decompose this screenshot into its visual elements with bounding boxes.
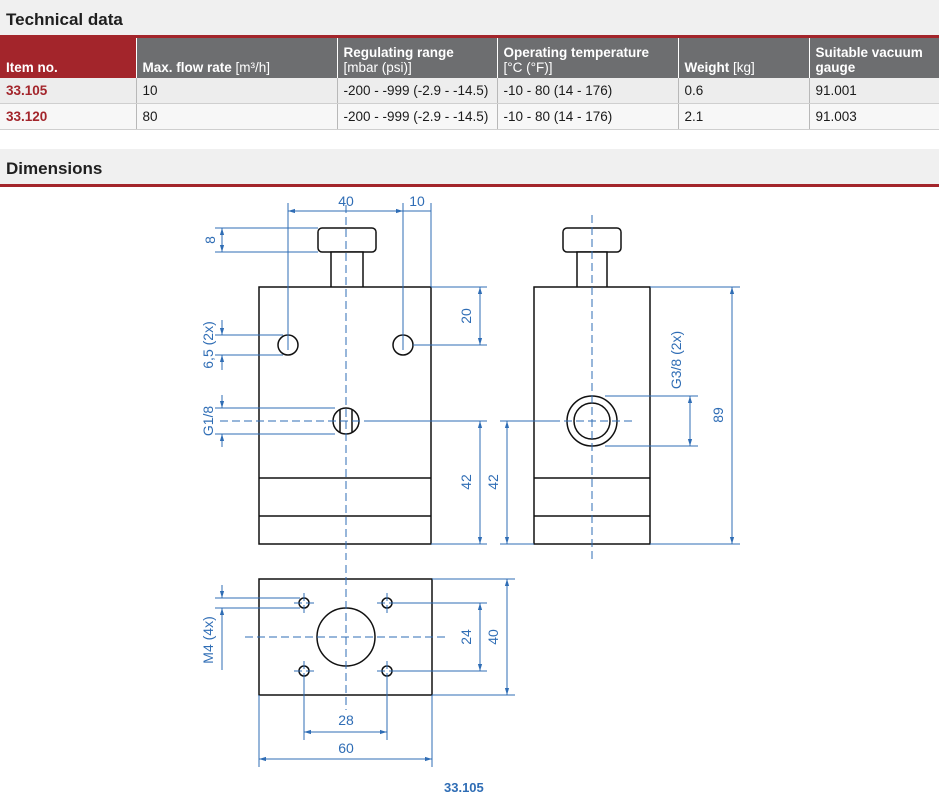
- table-cell: -10 - 80 (14 - 176): [497, 78, 679, 104]
- table-cell: 10: [136, 78, 338, 104]
- item-link[interactable]: 33.105: [0, 78, 137, 104]
- col-operating-temp: Operating temperature[°C (°F)]: [497, 38, 679, 78]
- col-vacuum-gauge: Suitable vacuum gauge: [809, 38, 939, 78]
- col-max-flow: Max. flow rate [m³/h]: [136, 38, 338, 78]
- dim-10-top: 10: [409, 193, 425, 209]
- dim-28: 28: [338, 712, 354, 728]
- table-cell: -200 - -999 (-2.9 - -14.5): [337, 103, 498, 130]
- item-link[interactable]: 33.120: [0, 103, 137, 130]
- bottom-view: [245, 565, 447, 710]
- col-regulating-range: Regulating range[mbar (psi)]: [337, 38, 498, 78]
- bottom-dimensions: M4 (4x) 24 40 28 60: [200, 578, 515, 767]
- table-cell: 0.6: [678, 78, 810, 104]
- dim-m4: M4 (4x): [200, 616, 216, 663]
- front-view: [220, 205, 432, 560]
- front-stem: [330, 251, 364, 289]
- dim-g3-8: G3/8 (2x): [668, 331, 684, 389]
- dim-40-right: 40: [485, 629, 501, 645]
- dim-89: 89: [710, 407, 726, 423]
- dimensions-title: Dimensions: [6, 159, 103, 178]
- table-cell: 91.003: [809, 103, 939, 130]
- table-cell: 2.1: [678, 103, 810, 130]
- dim-24: 24: [458, 629, 474, 645]
- col-weight: Weight [kg]: [678, 38, 810, 78]
- front-dimensions: 40 10 8 20 6,5 (2x) G1/8 42: [200, 193, 487, 545]
- dim-60: 60: [338, 740, 354, 756]
- table-cell: 91.001: [809, 78, 939, 104]
- dim-20: 20: [458, 308, 474, 324]
- table-cell: 80: [136, 103, 338, 130]
- dim-40-top: 40: [338, 193, 354, 209]
- table-cell: -10 - 80 (14 - 176): [497, 103, 679, 130]
- table-row: 33.120 80 -200 - -999 (-2.9 - -14.5) -10…: [0, 103, 939, 130]
- dim-42-a: 42: [458, 474, 474, 490]
- table-header-row: Item no. Max. flow rate [m³/h] Regulatin…: [0, 38, 939, 78]
- table-row: 33.105 10 -200 - -999 (-2.9 - -14.5) -10…: [0, 78, 939, 104]
- table-cell: -200 - -999 (-2.9 - -14.5): [337, 78, 498, 104]
- dimensions-header: Dimensions: [0, 149, 939, 187]
- dim-8: 8: [202, 236, 218, 244]
- technical-data-header: Technical data: [0, 0, 939, 38]
- front-knob: [317, 227, 377, 253]
- dim-6-5: 6,5 (2x): [200, 321, 216, 368]
- col-item-no: Item no.: [0, 38, 137, 78]
- technical-data-title: Technical data: [6, 10, 123, 29]
- dim-g1-8: G1/8: [200, 406, 216, 437]
- side-dimensions: 42 G3/8 (2x) 89: [485, 286, 740, 545]
- drawing-caption: 33.105: [444, 780, 484, 795]
- side-view: [533, 215, 651, 560]
- technical-data-table: Item no. Max. flow rate [m³/h] Regulatin…: [0, 38, 939, 130]
- dim-42-b: 42: [485, 474, 501, 490]
